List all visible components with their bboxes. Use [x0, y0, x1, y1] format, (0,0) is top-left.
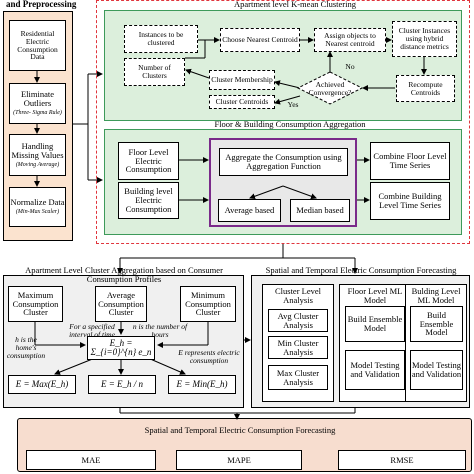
min-formula: E = Min(E_h): [176, 378, 228, 389]
sum-formula-box: E_h = Σ_{i=0}^{n} e_n: [87, 336, 155, 360]
floor-consumption-box: Floor Level Electric Consumption: [118, 142, 179, 180]
normalize-sub: (Min-Max Scaler): [15, 209, 60, 216]
building-consumption-box: Building level Electric Consumption: [118, 182, 179, 219]
min-cluster-box: Minimum Consumption Cluster: [180, 286, 236, 322]
data-source-label: Residential Electric Consumption Data: [17, 28, 58, 62]
sum-formula: E_h = Σ_{i=0}^{n} e_n: [90, 337, 152, 357]
max-formula: E = Max(E_h): [15, 378, 69, 389]
missing-values-sub: (Moving Average): [15, 161, 60, 168]
building-build-ensemble: Build Ensemble Model: [410, 306, 463, 342]
combine-floor-box: Combine Floor Level Time Series: [370, 142, 450, 180]
min-formula-box: E = Min(E_h): [168, 375, 236, 394]
aggregate-box: Aggregate the Consumption using Aggregat…: [219, 148, 348, 176]
mae-box: MAE: [26, 450, 156, 470]
eliminate-outliers-sub: (Three- Sigma Rule): [13, 110, 62, 117]
floor-build-ensemble: Build Ensemble Model: [345, 306, 405, 342]
eliminate-outliers-label: Eliminate Outliers: [20, 89, 55, 109]
average-based-box: Average based: [218, 199, 281, 222]
apt-aggregation-title: Apartment Level Cluster Aggregation base…: [25, 265, 223, 284]
min-cluster-analysis: Min Cluster Analysis: [268, 336, 328, 359]
avg-formula: E = E_h / n: [100, 378, 144, 389]
normalize-box: Normalize Data (Min-Max Scaler): [9, 187, 66, 227]
evaluation-title: Spatial and Temporal Electric Consumptio…: [144, 425, 336, 435]
cluster-analysis-header: Cluster Level Analysis: [274, 286, 322, 305]
recompute-box: Recompute Centroids: [396, 75, 455, 102]
eliminate-outliers-box: Eliminate Outliers (Three- Sigma Rule): [9, 83, 66, 124]
num-clusters-box: Number of Clusters: [124, 58, 185, 86]
cluster-instances-box: Cluster Instances using hybrid distance …: [392, 21, 457, 57]
no-label: No: [345, 62, 355, 71]
instances-box: Instances to be clustered: [124, 25, 198, 53]
choose-centroid-box: Choose Nearest Centroid: [220, 28, 300, 52]
avg-cluster-analysis: Avg Cluster Analysis: [268, 309, 328, 332]
clustering-aggregation-panel: [96, 0, 470, 244]
floor-testing: Model Testing and Validation: [345, 350, 405, 390]
note-n: n is the number of hours: [132, 322, 188, 339]
max-formula-box: E = Max(E_h): [8, 375, 76, 394]
data-source-box: Residential Electric Consumption Data: [9, 20, 66, 71]
avg-formula-box: E = E_h / n: [88, 375, 156, 394]
combine-building-box: Combine Building Level Time Series: [370, 182, 450, 220]
note-interval: For a specified interval of time: [69, 322, 115, 339]
building-model-header: Bulding Level ML Model: [411, 286, 461, 305]
mape-box: MAPE: [176, 450, 302, 470]
centroids-box: Cluster Centroids: [209, 95, 275, 109]
note-h: h is the home's consumption: [6, 335, 46, 360]
median-based-box: Median based: [290, 199, 350, 222]
yes-label: Yes: [287, 100, 299, 109]
normalize-label: Normalize Data: [10, 197, 65, 208]
building-testing: Model Testing and Validation: [410, 350, 463, 390]
note-e: E represents electric consumption: [178, 348, 240, 365]
avg-cluster-box: Average Consumption Cluster: [95, 286, 147, 322]
floor-model-header: Floor Level ML Model: [347, 286, 403, 305]
membership-box: Cluster Membership: [209, 70, 275, 90]
forecasting-title: Spatial and Temporal Electric Consumptio…: [265, 265, 457, 275]
max-cluster-box: Maximum Consumption Cluster: [8, 286, 63, 322]
assign-box: Assign objects to Nearest centroid: [314, 28, 386, 52]
missing-values-label: Handling Missing Values: [11, 140, 64, 160]
preprocessing-header: and Preprocessing: [6, 0, 77, 9]
convergence-label: Achieved Convergence?: [308, 80, 352, 97]
rmse-box: RMSE: [338, 450, 466, 470]
max-cluster-analysis: Max Cluster Analysis: [268, 365, 328, 390]
kmeans-title: Apartment level K-mean Clustering: [233, 0, 357, 9]
missing-values-box: Handling Missing Values (Moving Average): [9, 134, 66, 176]
floor-building-title: Floor & Building Consumption Aggregation: [214, 119, 366, 129]
